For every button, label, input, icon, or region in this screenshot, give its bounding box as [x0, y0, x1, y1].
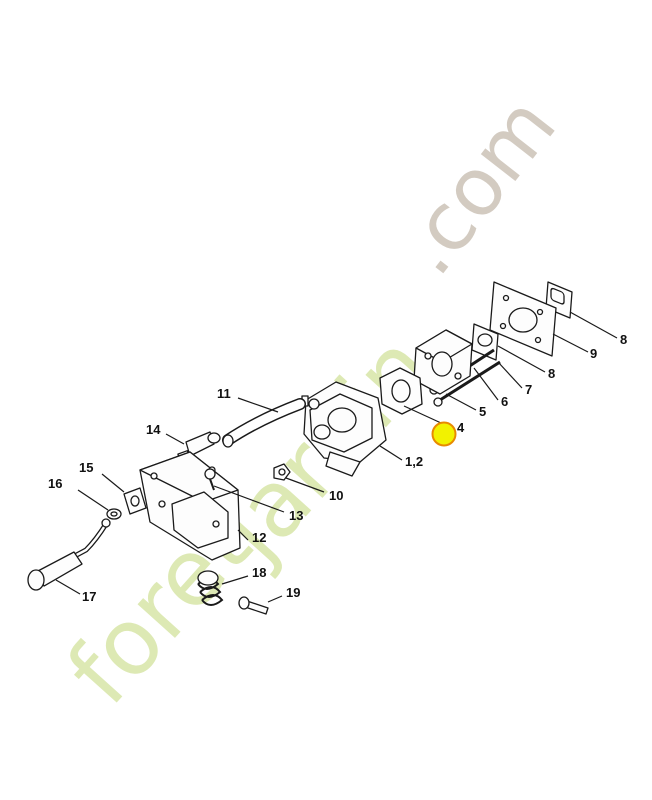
callout-16[interactable]: 16: [48, 476, 62, 491]
callout-12[interactable]: 12: [252, 530, 266, 545]
callout-8-rear[interactable]: 8: [620, 332, 627, 347]
callout-11[interactable]: 11: [217, 386, 231, 401]
callout-labels: 8 9 8 7 6 5 4 1,2 11 14 10 15 16 13 12 1…: [48, 332, 627, 604]
part-flange: [413, 329, 473, 395]
callout-7[interactable]: 7: [525, 382, 532, 397]
callout-6[interactable]: 6: [501, 394, 508, 409]
watermark-part-com: .com: [380, 80, 574, 292]
part-screw-13: [204, 468, 216, 491]
part-nut: [273, 463, 291, 481]
part-choke-rod: [27, 518, 111, 591]
callout-1-2[interactable]: 1,2: [405, 454, 423, 469]
callout-4[interactable]: 4: [457, 420, 465, 435]
callout-19[interactable]: 19: [286, 585, 300, 600]
callout-15[interactable]: 15: [79, 460, 93, 475]
part-spring: [197, 570, 224, 606]
callout-5[interactable]: 5: [479, 404, 486, 419]
callout-8-front[interactable]: 8: [548, 366, 555, 381]
callout-17[interactable]: 17: [82, 589, 96, 604]
part-washer: [106, 508, 122, 520]
parts: [27, 281, 573, 615]
callout-10[interactable]: 10: [329, 488, 343, 503]
part-fuel-hose: [222, 398, 306, 448]
callout-14[interactable]: 14: [146, 422, 161, 437]
callout-18[interactable]: 18: [252, 565, 266, 580]
callout-13[interactable]: 13: [289, 508, 303, 523]
highlight-marker[interactable]: [431, 421, 457, 447]
leader-lines: [55, 311, 618, 603]
part-carburetor: [301, 381, 387, 477]
part-small-gasket: [123, 487, 147, 515]
part-gasket-carb: [379, 367, 423, 415]
part-screw-19: [238, 596, 269, 615]
part-plate: [489, 281, 557, 357]
callout-9[interactable]: 9: [590, 346, 597, 361]
